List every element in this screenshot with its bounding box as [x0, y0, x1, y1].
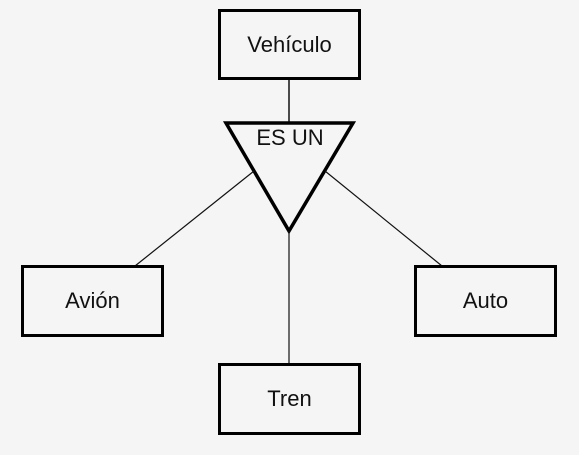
entity-avion: Avión [21, 265, 164, 337]
entity-auto: Auto [414, 265, 557, 337]
entity-avion-label: Avión [65, 288, 120, 313]
entity-vehiculo: Vehículo [218, 9, 361, 80]
connector-isa-auto [324, 170, 443, 267]
entity-tren: Tren [218, 363, 361, 435]
isa-triangle [222, 121, 357, 235]
isa-label: ES UN [256, 125, 324, 150]
connector-isa-avion [134, 170, 255, 267]
entity-auto-label: Auto [462, 288, 509, 313]
entity-vehiculo-label: Vehículo [247, 31, 332, 57]
entity-tren-label: Tren [267, 386, 312, 411]
